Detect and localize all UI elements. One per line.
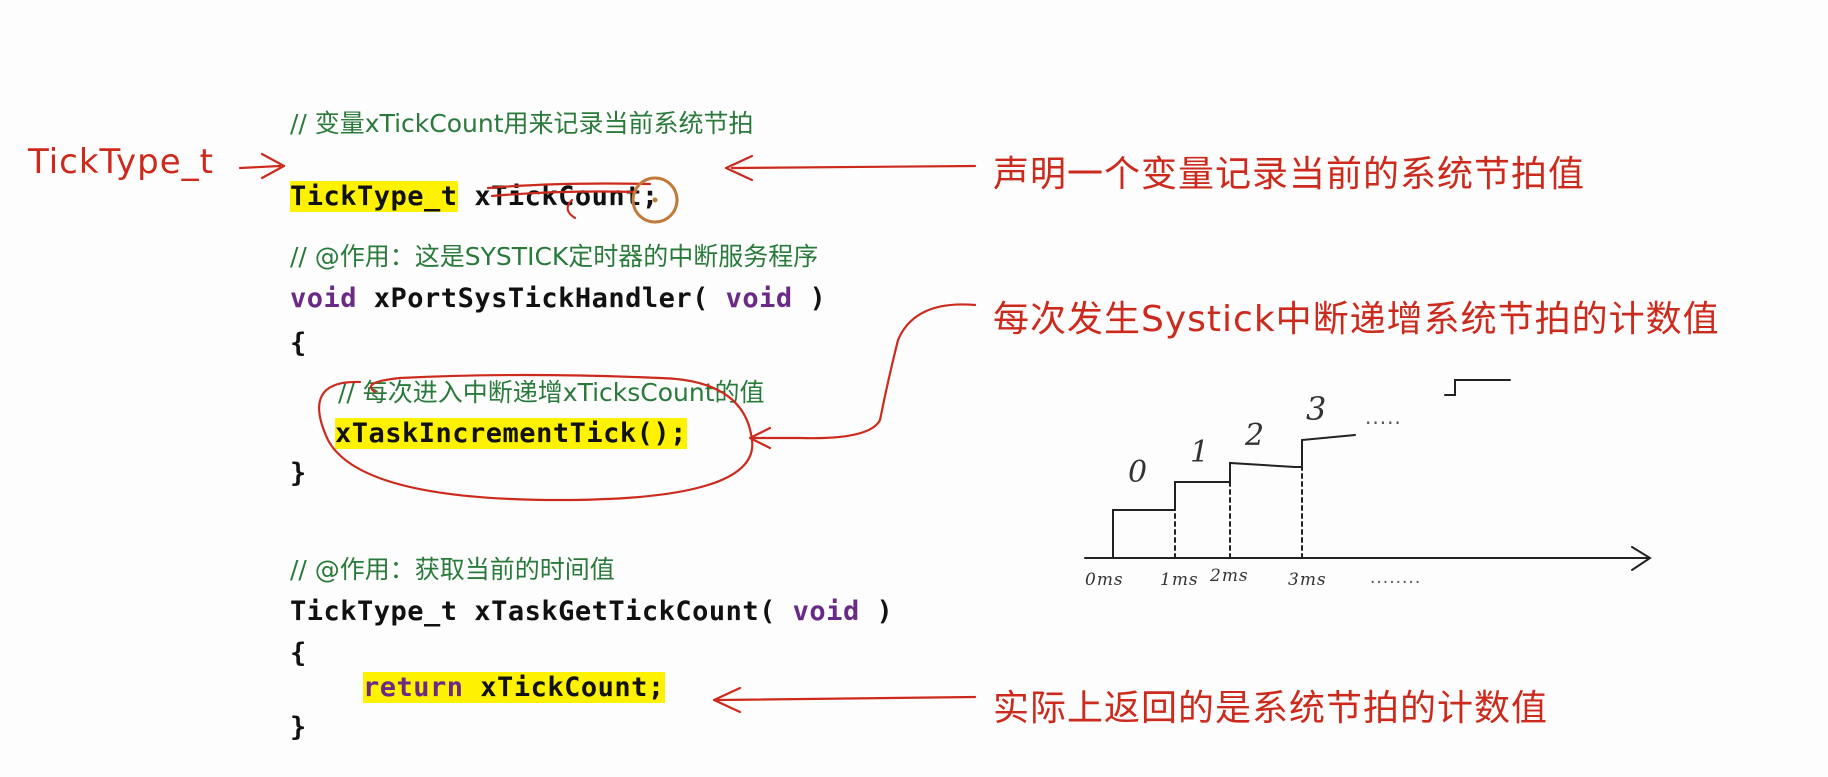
code-brace-close: } bbox=[290, 458, 307, 489]
arrow-declaration bbox=[724, 154, 977, 182]
annotation-systick-increment: 每次发生Systick中断递增系统节拍的计数值 bbox=[993, 299, 1720, 340]
code-comment-getter: // @作用：获取当前的时间值 bbox=[290, 555, 615, 584]
step-label-3: 3 bbox=[1306, 390, 1328, 428]
underline-xtickcount bbox=[486, 182, 652, 198]
step-label-ellipsis: ..... bbox=[1365, 405, 1402, 429]
step-label-2: 2 bbox=[1245, 418, 1266, 453]
code-comment-handler: // @作用：这是SYSTICK定时器的中断服务程序 bbox=[290, 242, 819, 271]
annotation-left-type-label: TickType_t bbox=[28, 142, 214, 182]
increment-call-highlight: xTaskIncrementTick(); bbox=[335, 418, 687, 449]
code-line-handler-signature: void xPortSysTickHandler( void ) bbox=[290, 283, 826, 314]
step-line bbox=[1112, 434, 1356, 559]
time-axis bbox=[1084, 546, 1652, 571]
annotation-declare-variable: 声明一个变量记录当前的系统节拍值 bbox=[993, 154, 1586, 195]
time-label-0ms: 0ms bbox=[1085, 570, 1124, 590]
code-line-return: return xTickCount; bbox=[363, 672, 665, 703]
step-label-0: 0 bbox=[1128, 455, 1149, 490]
cursor-circle bbox=[631, 176, 679, 224]
return-expression: xTickCount; bbox=[463, 672, 665, 703]
time-label-ellipsis: ........ bbox=[1370, 568, 1422, 588]
code-line-increment-call: xTaskIncrementTick(); bbox=[335, 418, 687, 449]
code-comment-tickcount: // 变量xTickCount用来记录当前系统节拍 bbox=[290, 109, 754, 138]
keyword-void: void bbox=[290, 283, 358, 314]
scribble-mark bbox=[566, 198, 577, 220]
code-line-getter-signature: TickType_t xTaskGetTickCount( void ) bbox=[290, 596, 893, 627]
keyword-void: void bbox=[725, 283, 793, 314]
code-brace-close-2: } bbox=[290, 712, 307, 743]
getter-close-paren: ) bbox=[859, 596, 894, 627]
code-line-declaration: TickType_t xTickCount; bbox=[290, 150, 659, 212]
keyword-void: void bbox=[792, 596, 860, 627]
arrow-return bbox=[712, 686, 977, 714]
type-name-highlight: TickType_t bbox=[290, 181, 458, 212]
keyword-return: return bbox=[363, 672, 464, 703]
time-label-1ms: 1ms bbox=[1160, 570, 1199, 590]
getter-signature: TickType_t xTaskGetTickCount( bbox=[290, 596, 793, 627]
handler-name: xPortSysTickHandler( bbox=[357, 283, 726, 314]
step-top bbox=[1444, 379, 1511, 396]
time-label-2ms: 2ms bbox=[1210, 566, 1249, 586]
time-label-3ms: 3ms bbox=[1288, 570, 1327, 590]
arrow-increment bbox=[748, 303, 977, 450]
return-highlight: return xTickCount; bbox=[363, 672, 665, 703]
annotation-return-value: 实际上返回的是系统节拍的计数值 bbox=[993, 688, 1549, 729]
close-paren: ) bbox=[792, 283, 827, 314]
code-brace-open-2: { bbox=[290, 638, 307, 669]
step-label-1: 1 bbox=[1190, 435, 1211, 470]
code-brace-open: { bbox=[290, 328, 307, 359]
semicolon: ; bbox=[641, 181, 659, 212]
arrow-type-label bbox=[238, 152, 286, 180]
lasso-increment-call bbox=[318, 373, 754, 502]
